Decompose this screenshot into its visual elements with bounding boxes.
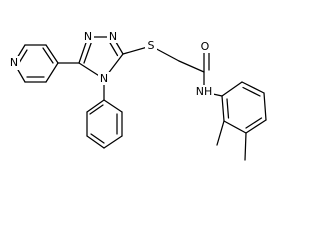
bond-ph6 (103, 99, 123, 113)
bond-ar6-double (226, 98, 230, 119)
bond-methyl-1 (216, 120, 225, 146)
bond-ph1-double (89, 104, 104, 115)
atom-pyridine-n: N (10, 56, 18, 69)
bond-ph3-double (90, 133, 105, 144)
bond-ar4 (245, 119, 267, 134)
bond-ar2-double (242, 86, 261, 97)
atom-n2: N (109, 30, 117, 43)
atom-labels: N N S O NH N N (8, 30, 214, 99)
bond-n2-c3-double (108, 41, 119, 57)
bond-methyl-2 (244, 132, 247, 161)
bond-ar3 (263, 92, 267, 121)
bond-py1 (45, 44, 59, 64)
atom-o: O (201, 40, 210, 53)
bonds (13, 36, 267, 161)
bond-ar1 (221, 81, 243, 97)
structure-diagram: N N S O NH N N (8, 30, 267, 161)
bond-ch2-co (178, 60, 205, 73)
bond-py3-double (18, 49, 28, 64)
bond-ar5 (223, 120, 247, 134)
atom-n1: N (84, 30, 92, 43)
molecule-drawing: N N S O NH N N (8, 30, 267, 161)
atom-s: S (148, 39, 155, 52)
bond-ph1 (86, 99, 105, 113)
bond-n1-c5-double (83, 41, 93, 64)
bond-ar6 (221, 95, 225, 122)
bond-ph4 (103, 135, 123, 149)
bond-ar2 (241, 81, 265, 94)
atom-nh: NH (196, 85, 213, 98)
bond-py1-double (42, 47, 54, 64)
bond-ar4-double (245, 117, 263, 129)
atom-n4: N (100, 72, 108, 85)
bond-ph3 (86, 135, 105, 149)
bond-py6 (45, 62, 59, 83)
